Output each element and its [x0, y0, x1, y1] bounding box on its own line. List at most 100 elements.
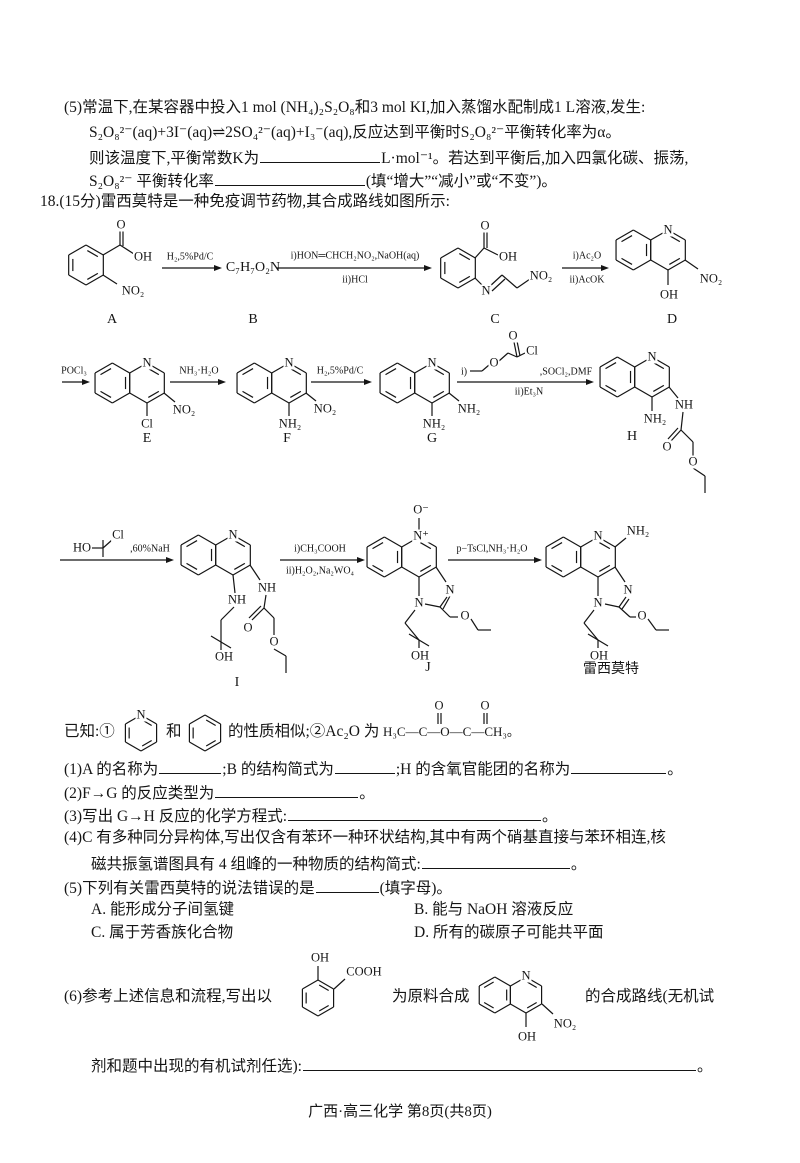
bond: [435, 566, 447, 583]
bond: [470, 618, 479, 631]
atom-label: OH: [132, 249, 154, 264]
compound-label: F: [283, 431, 291, 446]
atom-label: HO: [71, 540, 93, 555]
atom-label: O: [661, 439, 673, 454]
part1-end: 。: [667, 761, 683, 778]
bond: [141, 740, 152, 747]
bond: [483, 981, 494, 988]
arrowhead: [586, 379, 594, 385]
bond: [621, 257, 633, 265]
bond: [236, 362, 255, 374]
bond: [507, 352, 518, 358]
bond: [205, 719, 216, 726]
bond: [599, 386, 618, 398]
bond: [102, 244, 121, 256]
part2-text: (2)F→G 的反应类型为: [64, 785, 215, 802]
reagent-label: p−TsCl,NH₃·H₂O: [456, 543, 528, 555]
bond: [541, 1003, 554, 1015]
bond: [198, 534, 216, 546]
bond: [614, 537, 627, 548]
bond: [599, 542, 611, 550]
reagent-label: ii)HCl: [342, 274, 368, 286]
bond: [248, 605, 262, 619]
bond: [100, 390, 112, 398]
compound-label: 雷西莫特: [583, 662, 639, 677]
answer-blank-equation[interactable]: [288, 805, 542, 821]
bond: [563, 566, 581, 578]
arrowhead: [214, 265, 222, 271]
atom-label: NH: [256, 580, 278, 595]
option-b: B. 能与 NaOH 溶液反应: [414, 901, 574, 918]
reagent-label: i)HON═CHCH₂NO₂,NaOH(aq): [290, 250, 420, 262]
atom-label: Cl: [140, 416, 154, 431]
bond: [433, 390, 445, 398]
bond: [459, 275, 471, 283]
known-mid: 的性质相似;②Ac₂O 为: [228, 723, 380, 740]
part1-text-b: ;B 的结构简式为: [222, 761, 334, 778]
bond: [254, 392, 272, 404]
atom-label: N: [480, 283, 492, 298]
bond: [242, 390, 254, 398]
bond: [366, 536, 385, 548]
bond: [618, 596, 627, 608]
bond: [605, 384, 617, 392]
molecule-I: [180, 534, 287, 673]
answer-blank-reaction-type[interactable]: [215, 782, 359, 798]
bond: [617, 386, 635, 398]
bond: [251, 607, 265, 621]
answer-blank-route[interactable]: [302, 1055, 696, 1071]
answer-blank-isomer[interactable]: [421, 853, 570, 869]
bond: [667, 259, 686, 271]
q17-5-line4-text2: (填“增大”“减小”或“不变”)。: [365, 173, 557, 190]
atom-label: NH₂: [625, 523, 651, 538]
q18-part3: (3)写出 G→H 反应的化学方程式:。: [64, 805, 558, 827]
bond: [102, 274, 118, 285]
bond: [483, 1002, 494, 1009]
bond: [457, 247, 476, 259]
bond: [318, 1005, 329, 1012]
answer-blank-a-name[interactable]: [159, 758, 222, 774]
bond: [650, 259, 669, 271]
q18-part6-a: (6)参考上述信息和流程,写出以: [64, 988, 272, 1005]
bond: [189, 741, 206, 752]
bond: [481, 364, 490, 372]
bond: [249, 564, 261, 581]
q6-salicylic-acid: [301, 966, 346, 1017]
atom-label: NH: [226, 592, 248, 607]
bond: [333, 978, 346, 990]
q18-part4: (4)C 有多种同分异构体,写出仅含有苯环一种环状结构,其中有两个硝基直接与苯环…: [64, 829, 666, 846]
atom-label: NO₂: [120, 283, 146, 298]
bond: [385, 390, 397, 398]
option-c: C. 属于芳香族化合物: [91, 924, 234, 941]
answer-blank-h-group[interactable]: [571, 758, 667, 774]
bond: [494, 1003, 511, 1014]
q18-part6-b: 为原料合成: [392, 988, 470, 1005]
bond: [263, 607, 275, 619]
answer-blank-choice[interactable]: [315, 877, 379, 893]
atom-label: NO₂: [552, 1016, 578, 1031]
part6-end: 。: [696, 1058, 713, 1075]
bond: [372, 542, 384, 550]
atom-label: NH: [673, 397, 695, 412]
answer-blank-conversion[interactable]: [214, 170, 365, 186]
part5-text: (5)下列有关雷西莫特的说法错误的是: [64, 880, 315, 897]
compound-label: E: [142, 431, 152, 446]
atom-label: Cl: [111, 527, 125, 542]
compound-label: J: [425, 660, 431, 675]
option-d: D. 所有的碳原子可能共平面: [414, 924, 604, 941]
known-ac2o: [437, 713, 488, 724]
part5-text2: (填字母)。: [379, 880, 452, 897]
bond: [583, 609, 595, 624]
bond: [478, 976, 496, 987]
atom-label: O: [479, 218, 491, 233]
bond: [424, 603, 441, 608]
bond: [680, 411, 684, 431]
bond: [510, 1003, 527, 1014]
bond: [498, 352, 509, 362]
answer-blank-k[interactable]: [260, 147, 381, 163]
bond: [692, 467, 706, 477]
bond: [667, 427, 679, 440]
bond: [397, 392, 415, 404]
bond: [94, 362, 113, 374]
answer-blank-b-structure[interactable]: [334, 758, 395, 774]
